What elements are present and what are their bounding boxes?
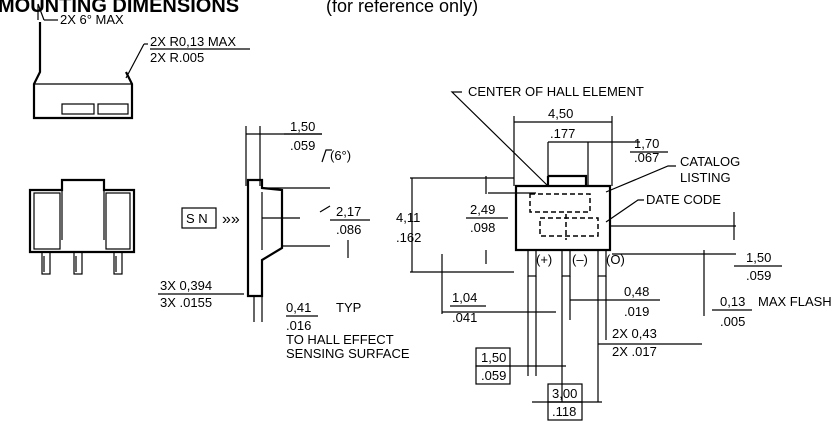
sn-box xyxy=(181,207,217,229)
top-left-view: 2X 6° MAX 2X R0,13 MAX 2X R.005 xyxy=(32,3,250,120)
flash-word: MAX FLASH xyxy=(758,294,832,309)
side-view: 1,50 .059 (6°) 2,17 .086 S N »» 3X 0,394… xyxy=(158,119,410,361)
box300-in: .118 xyxy=(552,404,576,419)
title-note: (for reference only) xyxy=(326,0,478,16)
box150-mm: 1,50 xyxy=(481,350,506,365)
front-view xyxy=(28,178,136,275)
lead-thk-in: 3X .0155 xyxy=(160,295,212,310)
d104-in: .041 xyxy=(452,310,477,325)
pinw-mm: 2X 0,43 xyxy=(612,326,657,341)
pinw-in: 2X .017 xyxy=(612,344,657,359)
height-mm: 4,11 xyxy=(396,210,420,225)
box300-mm: 3,00 xyxy=(552,386,577,401)
catalog-in: .067 xyxy=(634,150,659,165)
radius-in: 2X R.005 xyxy=(150,50,204,65)
sn-arrows: »» xyxy=(222,211,240,228)
typ-mm: 0,41 xyxy=(286,300,311,315)
d249-in: .098 xyxy=(470,220,495,235)
right-view: CENTER OF HALL ELEMENT 4,50 .177 1,70 .0… xyxy=(396,84,832,421)
center-hall-label: CENTER OF HALL ELEMENT xyxy=(468,84,644,99)
catalog-mm: 1,70 xyxy=(634,136,659,151)
side-top-in: .059 xyxy=(290,138,315,153)
width-in: .177 xyxy=(550,126,575,141)
angle-label: (6°) xyxy=(330,148,351,163)
sn-label: S N xyxy=(186,211,208,226)
lead-in: .059 xyxy=(746,268,771,283)
d217-in: .086 xyxy=(336,222,361,237)
height-in: .162 xyxy=(396,230,421,245)
d104-mm: 1,04 xyxy=(452,290,477,305)
flash-in: .005 xyxy=(720,314,745,329)
pin-minus: (–) xyxy=(572,252,588,267)
typ-in: .016 xyxy=(286,318,311,333)
box150-in: .059 xyxy=(481,368,506,383)
d048-in: .019 xyxy=(624,304,649,319)
catalog-1: CATALOG xyxy=(680,154,740,169)
d048-mm: 0,48 xyxy=(624,284,649,299)
lead-thk-mm: 3X 0,394 xyxy=(160,278,212,293)
radius-mm: 2X R0,13 MAX xyxy=(150,34,236,49)
width-mm: 4,50 xyxy=(548,106,573,121)
side-top-mm: 1,50 xyxy=(290,119,315,134)
hall-line-1: TO HALL EFFECT xyxy=(286,332,394,347)
hall-line-2: SENSING SURFACE xyxy=(286,346,410,361)
pin-plus: (+) xyxy=(536,252,552,267)
date-code: DATE CODE xyxy=(646,192,721,207)
pin-out: (O) xyxy=(606,252,625,267)
typ-word: TYP xyxy=(336,300,361,315)
lead-mm: 1,50 xyxy=(746,250,771,265)
d217-mm: 2,17 xyxy=(336,204,361,219)
taper-label: 2X 6° MAX xyxy=(60,12,124,27)
title-main: MOUNTING DIMENSIONS xyxy=(0,0,239,17)
catalog-2: LISTING xyxy=(680,170,731,185)
d249-mm: 2,49 xyxy=(470,202,495,217)
flash-mm: 0,13 xyxy=(720,294,745,309)
